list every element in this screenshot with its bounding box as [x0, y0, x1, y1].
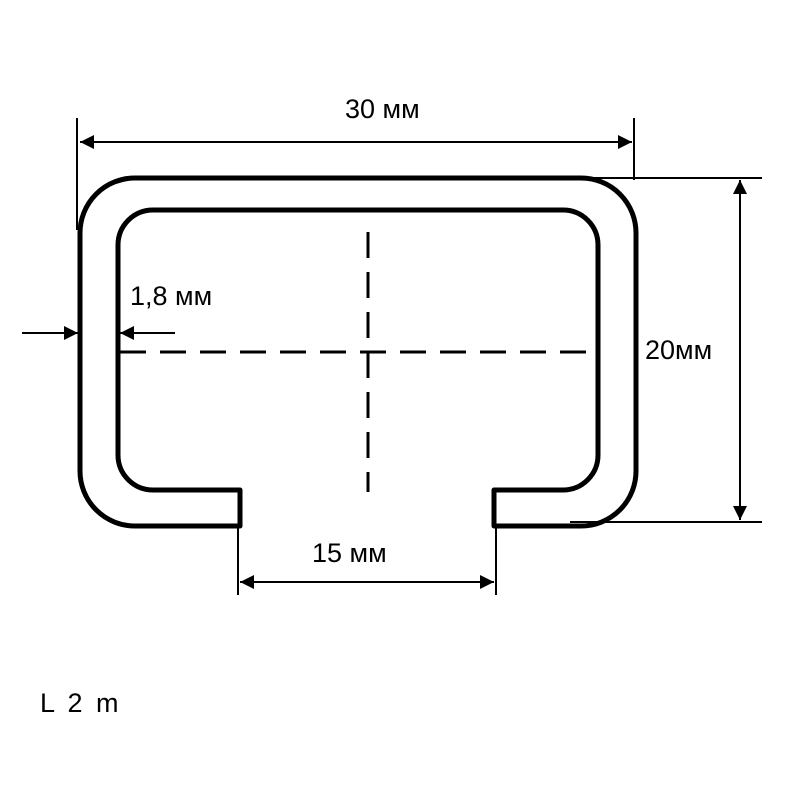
c-channel-profile [77, 175, 639, 529]
width-dimension [76, 118, 635, 230]
center-lines [120, 232, 598, 492]
length-label: L 2 m [40, 688, 119, 718]
opening-label: 15 мм [312, 538, 387, 568]
height-dimension [570, 177, 762, 523]
opening-dimension [237, 526, 497, 595]
width-label: 30 мм [345, 94, 420, 124]
height-label: 20мм [645, 335, 712, 365]
thickness-label: 1,8 мм [130, 281, 212, 311]
